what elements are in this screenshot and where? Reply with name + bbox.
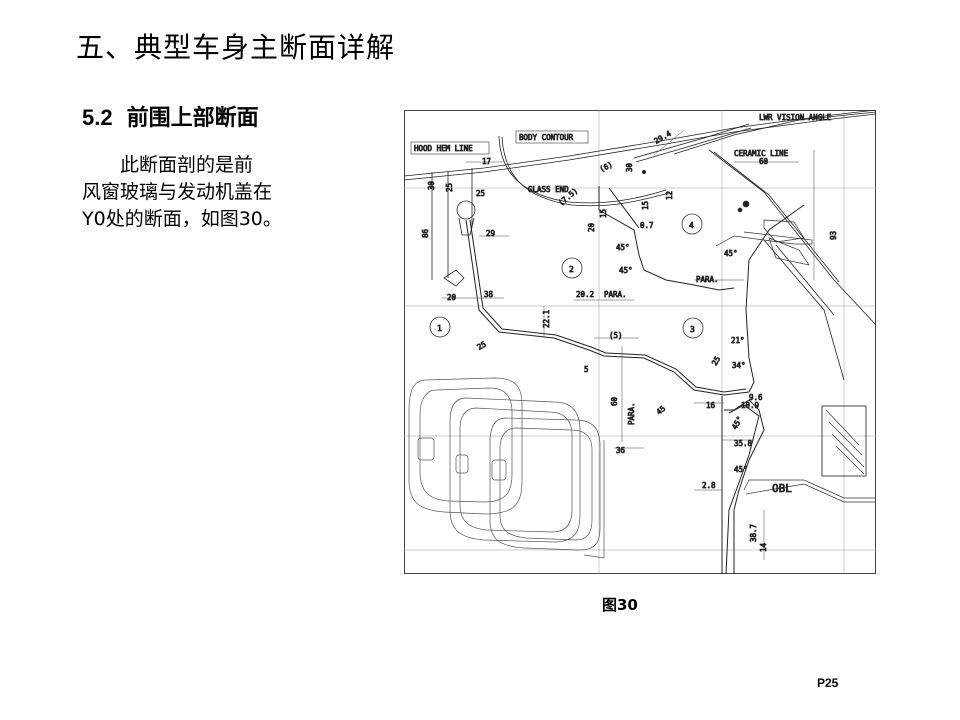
dim-45f: 45° — [730, 415, 745, 431]
body-line-3: Y0处的断面，如图30。 — [82, 208, 282, 230]
balloon-1: 1 — [437, 324, 442, 333]
dim-12: 12 — [665, 191, 674, 200]
dim-5-paren: (5) — [609, 331, 623, 340]
dimension-lines — [442, 129, 815, 560]
dim-9-6: 9.6 — [749, 393, 763, 402]
balloon-markers: 1 2 3 4 — [429, 213, 704, 339]
drawing-grid — [404, 110, 876, 574]
dim-36: 36 — [616, 446, 626, 455]
hood-hem-line-box — [410, 141, 490, 155]
body-contour-box — [515, 130, 589, 144]
dim-6-paren: (6) — [598, 160, 614, 174]
dim-25a: 25 — [445, 183, 454, 192]
dim-29: 29 — [486, 229, 495, 238]
body-line-1: 此断面剖的是前 — [120, 154, 254, 176]
dim-16: 16 — [706, 401, 716, 410]
right-structure — [641, 169, 876, 503]
dim-30b: 30 — [625, 162, 634, 172]
page-number: P25 — [817, 676, 839, 690]
label-para-2: PARA. — [604, 290, 627, 299]
dim-60b: 60 — [759, 157, 769, 166]
cowl-panel-profile — [465, 186, 805, 574]
dim-5: 5 — [584, 365, 589, 374]
dim-34: 34° — [732, 361, 746, 370]
label-para-1: PARA. — [696, 275, 719, 284]
dim-60a: 60 — [610, 396, 619, 406]
balloon-4: 4 — [689, 221, 694, 230]
dim-93: 93 — [829, 231, 838, 240]
dim-17: 17 — [482, 157, 491, 166]
section-heading: 5.2 前围上部断面 — [82, 100, 259, 132]
dim-2-8: 2.8 — [702, 481, 716, 490]
label-para-3: PARA. — [627, 402, 636, 425]
figure-caption: 图30 — [602, 596, 638, 614]
dim-20-2: 20.2 — [576, 290, 594, 299]
dim-10-9: 10.9 — [741, 401, 759, 410]
windshield-lines — [633, 111, 876, 381]
dim-15b: 15 — [641, 201, 650, 210]
page-title: 五、典型车身主断面详解 — [76, 31, 396, 64]
dim-25c: 25 — [476, 339, 488, 351]
dim-14: 14 — [759, 542, 768, 552]
dim-30: 30 — [427, 180, 436, 190]
hood-clip — [431, 168, 476, 287]
dim-25b: 25 — [476, 189, 485, 198]
lower-components — [408, 377, 605, 559]
balloon-3: 3 — [690, 325, 695, 334]
dim-25d: 25 — [710, 355, 722, 367]
label-body-contour: BODY CONTOUR — [519, 133, 574, 142]
dim-45e: 45° — [734, 465, 748, 474]
body-line-2: 风窗玻璃与发动机盖在 — [82, 181, 273, 203]
label-lwr-vision-angle: LWR VISION ANGLE — [759, 113, 832, 122]
label-obl: OBL — [772, 482, 792, 495]
dim-86: 86 — [421, 228, 430, 238]
dim-22-1: 22.1 — [542, 310, 551, 328]
dim-38: 38 — [484, 290, 494, 299]
dim-45d: 45° — [724, 249, 738, 258]
dim-45b: 45° — [619, 266, 633, 275]
dim-15a: 15 — [599, 209, 608, 218]
label-hood-hem-line: HOOD HEM LINE — [414, 144, 473, 153]
dim-45c: 45 — [655, 404, 668, 417]
dim-20: 20 — [447, 293, 457, 302]
dim-45a: 45° — [616, 243, 630, 252]
balloon-2: 2 — [569, 265, 574, 274]
dim-20b: 20 — [587, 222, 596, 232]
body-text: 此断面剖的是前 风窗玻璃与发动机盖在 Y0处的断面，如图30。 — [82, 152, 332, 233]
dim-21: 21° — [731, 336, 745, 345]
dim-35-8: 35.8 — [734, 439, 753, 448]
section-drawing: HOOD HEM LINE BODY CONTOUR GLASS END LWR… — [404, 110, 876, 574]
hood-lines — [404, 110, 876, 207]
section-title: 前围上部断面 — [126, 106, 259, 131]
label-ceramic-line: CERAMIC LINE — [734, 149, 789, 158]
dim-0-7: 0.7 — [640, 221, 654, 230]
section-number: 5.2 — [82, 105, 113, 130]
dim-38-7: 38.7 — [749, 524, 758, 542]
label-glass-end: GLASS END — [528, 185, 569, 194]
